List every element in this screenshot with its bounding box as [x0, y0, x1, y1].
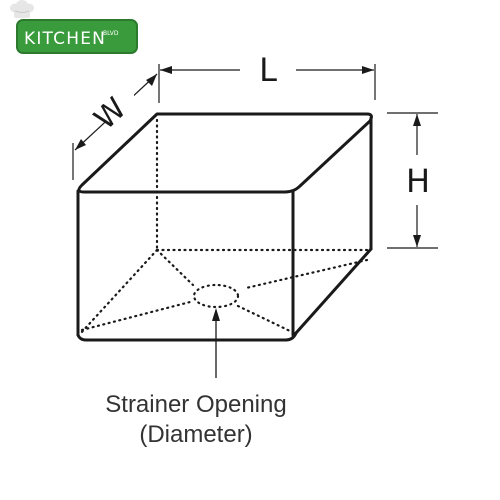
length-dimension: L [158, 51, 376, 103]
hidden-bottom-left-edge [78, 248, 159, 336]
strainer-leader [212, 308, 220, 378]
drain-line-back-right [244, 258, 369, 290]
pan-bottom-right-edge [294, 247, 373, 335]
length-label: L [259, 51, 277, 89]
height-label: H [406, 162, 430, 200]
caption-line-2: (Diameter) [139, 421, 252, 448]
logo-name: KITCHEN [24, 29, 106, 49]
drain-line-front-left [80, 300, 192, 332]
strainer-opening [192, 283, 240, 309]
pan-bottom-front-edge [76, 331, 298, 342]
drain-line-back-left [155, 248, 195, 287]
height-dimension: H [387, 112, 438, 249]
kitchen-blvd-logo[interactable]: KITCHEN BLVD [10, 0, 138, 54]
pan-outline [76, 112, 373, 342]
pan-hidden-lines [78, 118, 373, 336]
chef-hat-icon [10, 0, 34, 18]
drain-line-front-right [236, 304, 294, 334]
logo-suffix: BLVD [103, 30, 119, 37]
caption-line-1: Strainer Opening [105, 391, 286, 418]
logo-badge [16, 19, 138, 54]
